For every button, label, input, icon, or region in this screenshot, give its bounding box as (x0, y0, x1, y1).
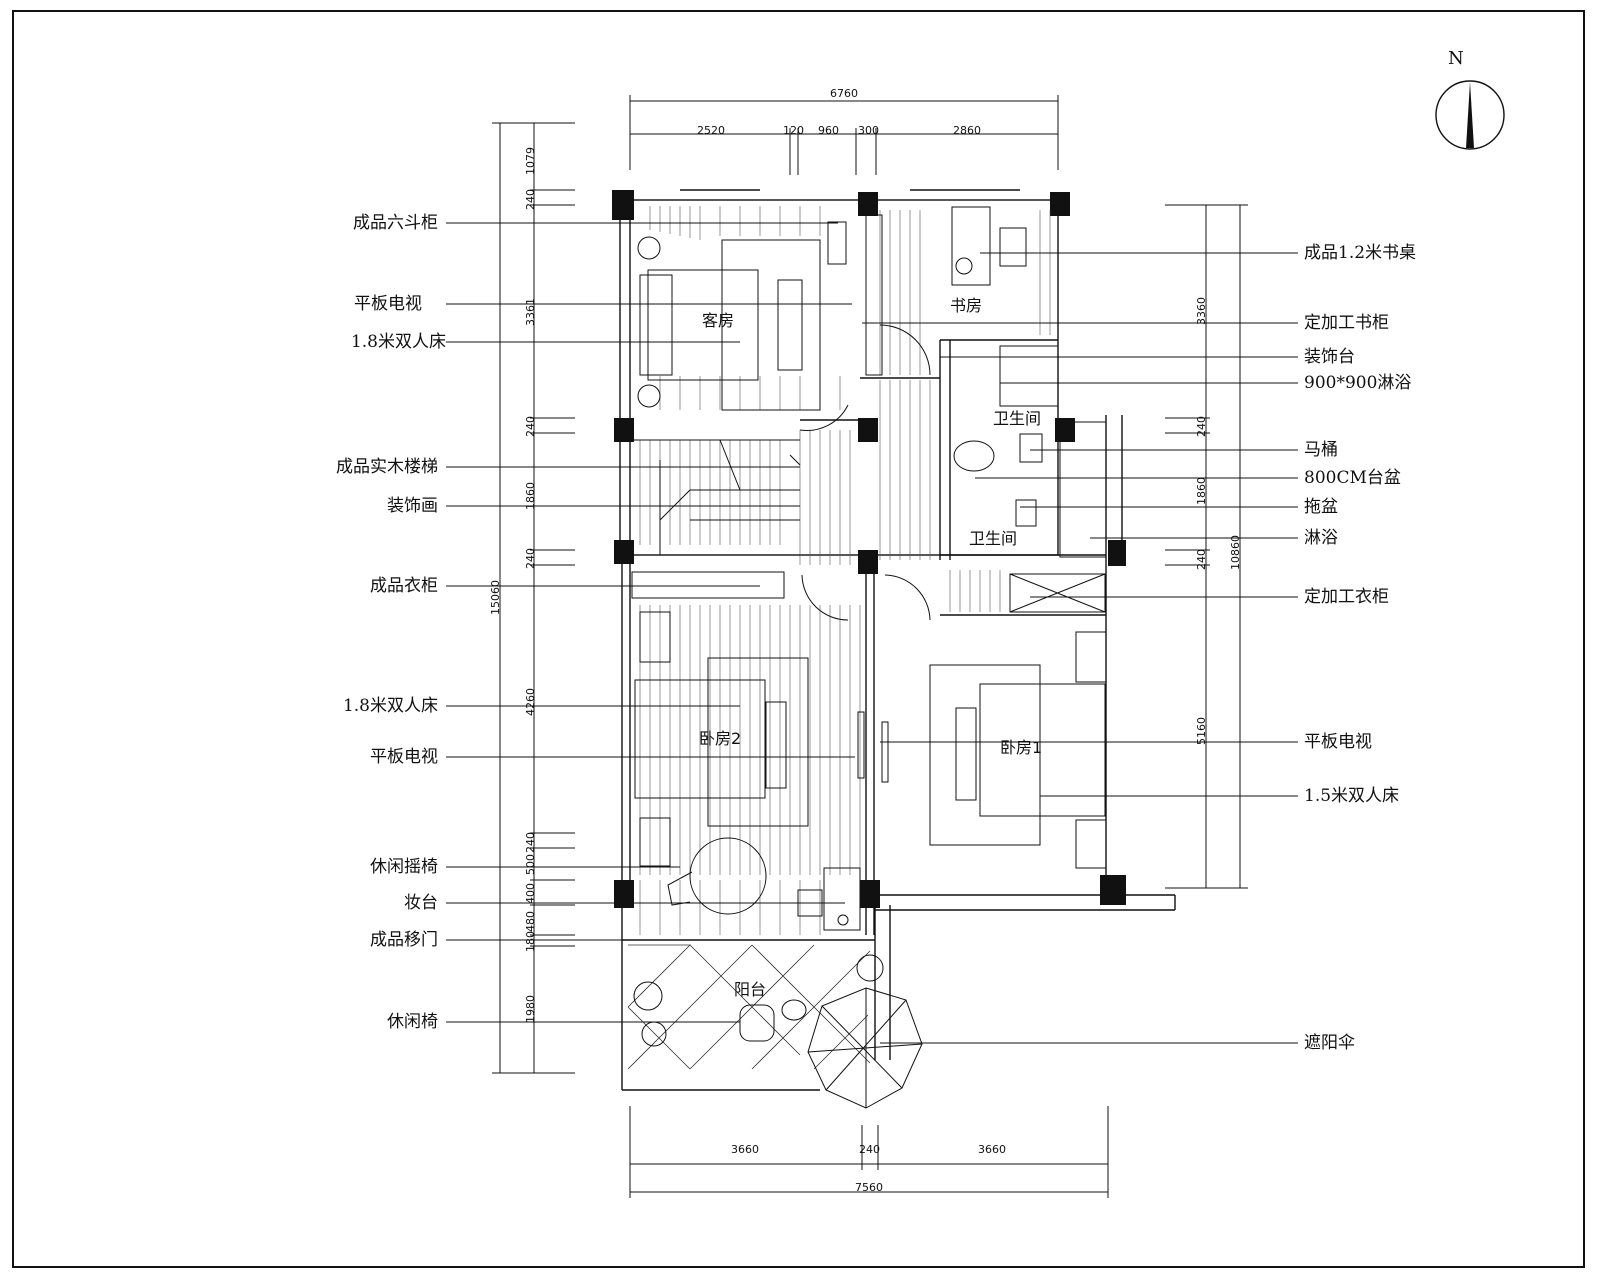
room-bathroom-1: 卫生间 (993, 409, 1042, 428)
label-tv-guest: 平板电视 (354, 294, 422, 314)
bed-1-icon (979, 683, 1106, 817)
label-bookcase: 定加工书柜 (1304, 313, 1389, 333)
dim-left-seg: 240 (524, 416, 537, 437)
room-bedroom-1: 卧房1 (1000, 738, 1043, 757)
dim-bottom-seg: 240 (859, 1143, 880, 1156)
lounge-chair-icon (739, 1004, 775, 1042)
label-display-stand: 装饰台 (1304, 347, 1355, 367)
label-basin: 800CM台盆 (1304, 468, 1401, 488)
dim-left-seg: 1860 (524, 482, 537, 510)
rocking-chair-icon (689, 837, 767, 915)
wardrobe-1-icon (1009, 573, 1106, 613)
parasol-icon (807, 987, 923, 1109)
label-chest-of-drawers: 成品六斗柜 (353, 213, 438, 233)
label-shower: 淋浴 (1304, 528, 1338, 548)
basin-icon (953, 440, 995, 472)
label-painting: 装饰画 (387, 496, 438, 516)
dim-left-seg: 500 (524, 854, 537, 875)
dim-top-overall: 6760 (830, 87, 858, 100)
label-tv-2: 平板电视 (370, 747, 438, 767)
label-sliding-door: 成品移门 (370, 930, 438, 950)
dim-bottom-overall: 7560 (855, 1181, 883, 1194)
label-bed-1: 1.5米双人床 (1304, 786, 1400, 806)
lamp-icon (637, 384, 661, 408)
dim-top-seg: 2520 (697, 124, 725, 137)
label-mop-basin: 拖盆 (1304, 497, 1338, 517)
label-wardrobe-1: 定加工衣柜 (1304, 587, 1389, 607)
dim-left-seg: 400 (524, 883, 537, 904)
label-shower-900: 900*900淋浴 (1304, 373, 1412, 393)
lamp-icon (637, 236, 661, 260)
right-leader-lines (862, 252, 1298, 1044)
dim-left-seg: 4260 (524, 688, 537, 716)
room-bathroom-2: 卫生间 (969, 529, 1018, 548)
study-desk-icon (951, 206, 991, 286)
label-wardrobe: 成品衣柜 (370, 576, 438, 596)
label-dressing-table: 妆台 (404, 893, 438, 913)
dim-bottom-seg: 3660 (731, 1143, 759, 1156)
label-parasol: 遮阳伞 (1304, 1033, 1355, 1053)
north-arrow-icon (1435, 80, 1505, 150)
dim-top-seg: 300 (858, 124, 879, 137)
balcony-tiles (627, 944, 871, 1070)
dim-right-overall: 10860 (1229, 535, 1242, 570)
dim-left-seg: 240 (524, 832, 537, 853)
dim-left-seg: 480 (524, 911, 537, 932)
mop-basin-icon (1015, 499, 1037, 527)
label-bed-guest: 1.8米双人床 (350, 332, 446, 352)
north-label: N (1448, 48, 1464, 69)
room-study: 书房 (950, 296, 983, 315)
plant-icon (856, 954, 884, 982)
floor-hatching (639, 206, 1051, 935)
toilet-icon (1019, 433, 1043, 463)
dim-left-seg: 1980 (524, 995, 537, 1023)
room-bedroom-2: 卧房2 (699, 729, 742, 748)
dim-left-seg: 1079 (524, 147, 537, 175)
dim-left-overall: 15060 (489, 580, 502, 615)
dim-top-seg: 2860 (953, 124, 981, 137)
dim-top-seg: 120 (783, 124, 804, 137)
dim-right-seg: 240 (1195, 416, 1208, 437)
dim-right-seg: 3360 (1195, 297, 1208, 325)
dim-left-seg: 240 (524, 189, 537, 210)
label-rocking-chair: 休闲摇椅 (370, 857, 438, 877)
label-staircase: 成品实木楼梯 (336, 457, 438, 477)
dim-left-seg: 240 (524, 548, 537, 569)
bed-2-icon (634, 679, 766, 799)
shower-icon (1059, 421, 1107, 558)
label-desk: 成品1.2米书桌 (1304, 243, 1417, 263)
dim-left-seg: 3361 (524, 298, 537, 326)
dim-right-seg: 240 (1195, 549, 1208, 570)
dim-left-seg: 180 (524, 931, 537, 952)
left-leader-lines (446, 222, 855, 1023)
label-bed-2: 1.8米双人床 (342, 696, 438, 716)
plant-icon (633, 981, 663, 1011)
room-balcony: 阳台 (734, 980, 767, 999)
dim-right-seg: 5160 (1195, 717, 1208, 745)
dim-right-seg: 1860 (1195, 477, 1208, 505)
label-lounge-chair: 休闲椅 (387, 1012, 438, 1032)
guest-bed-icon (647, 269, 759, 381)
wardrobe-icon (631, 571, 785, 599)
dim-bottom-seg: 3660 (978, 1143, 1006, 1156)
dim-top-seg: 960 (818, 124, 839, 137)
label-toilet: 马桶 (1304, 440, 1338, 460)
furniture (631, 206, 1107, 1109)
dimension-lines (492, 95, 1248, 1198)
label-tv-1: 平板电视 (1304, 732, 1372, 752)
room-guest: 客房 (702, 311, 735, 330)
drawing-border (12, 10, 1585, 1268)
stair-icon (630, 439, 801, 556)
dressing-table-icon (823, 867, 861, 931)
